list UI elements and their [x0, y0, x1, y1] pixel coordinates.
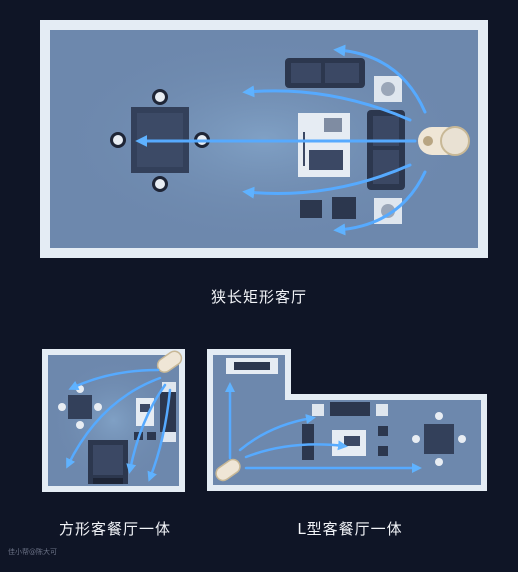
l-room-plan [207, 349, 487, 491]
square-room-plan [42, 349, 185, 492]
sofa-top [285, 58, 365, 88]
ottoman [332, 197, 356, 219]
bed [88, 440, 128, 484]
sofa-left [302, 424, 314, 460]
dining-table [68, 395, 92, 419]
cleaning-path-arrows [66, 368, 172, 482]
watermark: 佳小帮@陈大可 [8, 548, 57, 556]
cleaning-path-arrows [135, 44, 427, 236]
robot-vacuum [215, 458, 241, 482]
dining-table [424, 424, 454, 454]
square-room-caption: 方形客餐厅一体 [58, 520, 171, 538]
cleaning-path-arrows [225, 382, 422, 473]
l-room-floor [213, 355, 481, 485]
narrow-room-plan [40, 20, 488, 258]
narrow-room-caption: 狭长矩形客厅 [210, 288, 307, 306]
l-room-caption: L型客餐厅一体 [297, 520, 403, 538]
robot-vacuum [418, 126, 470, 156]
ottoman [300, 200, 322, 218]
coffee-table [298, 113, 350, 177]
sofa-top [330, 402, 370, 416]
